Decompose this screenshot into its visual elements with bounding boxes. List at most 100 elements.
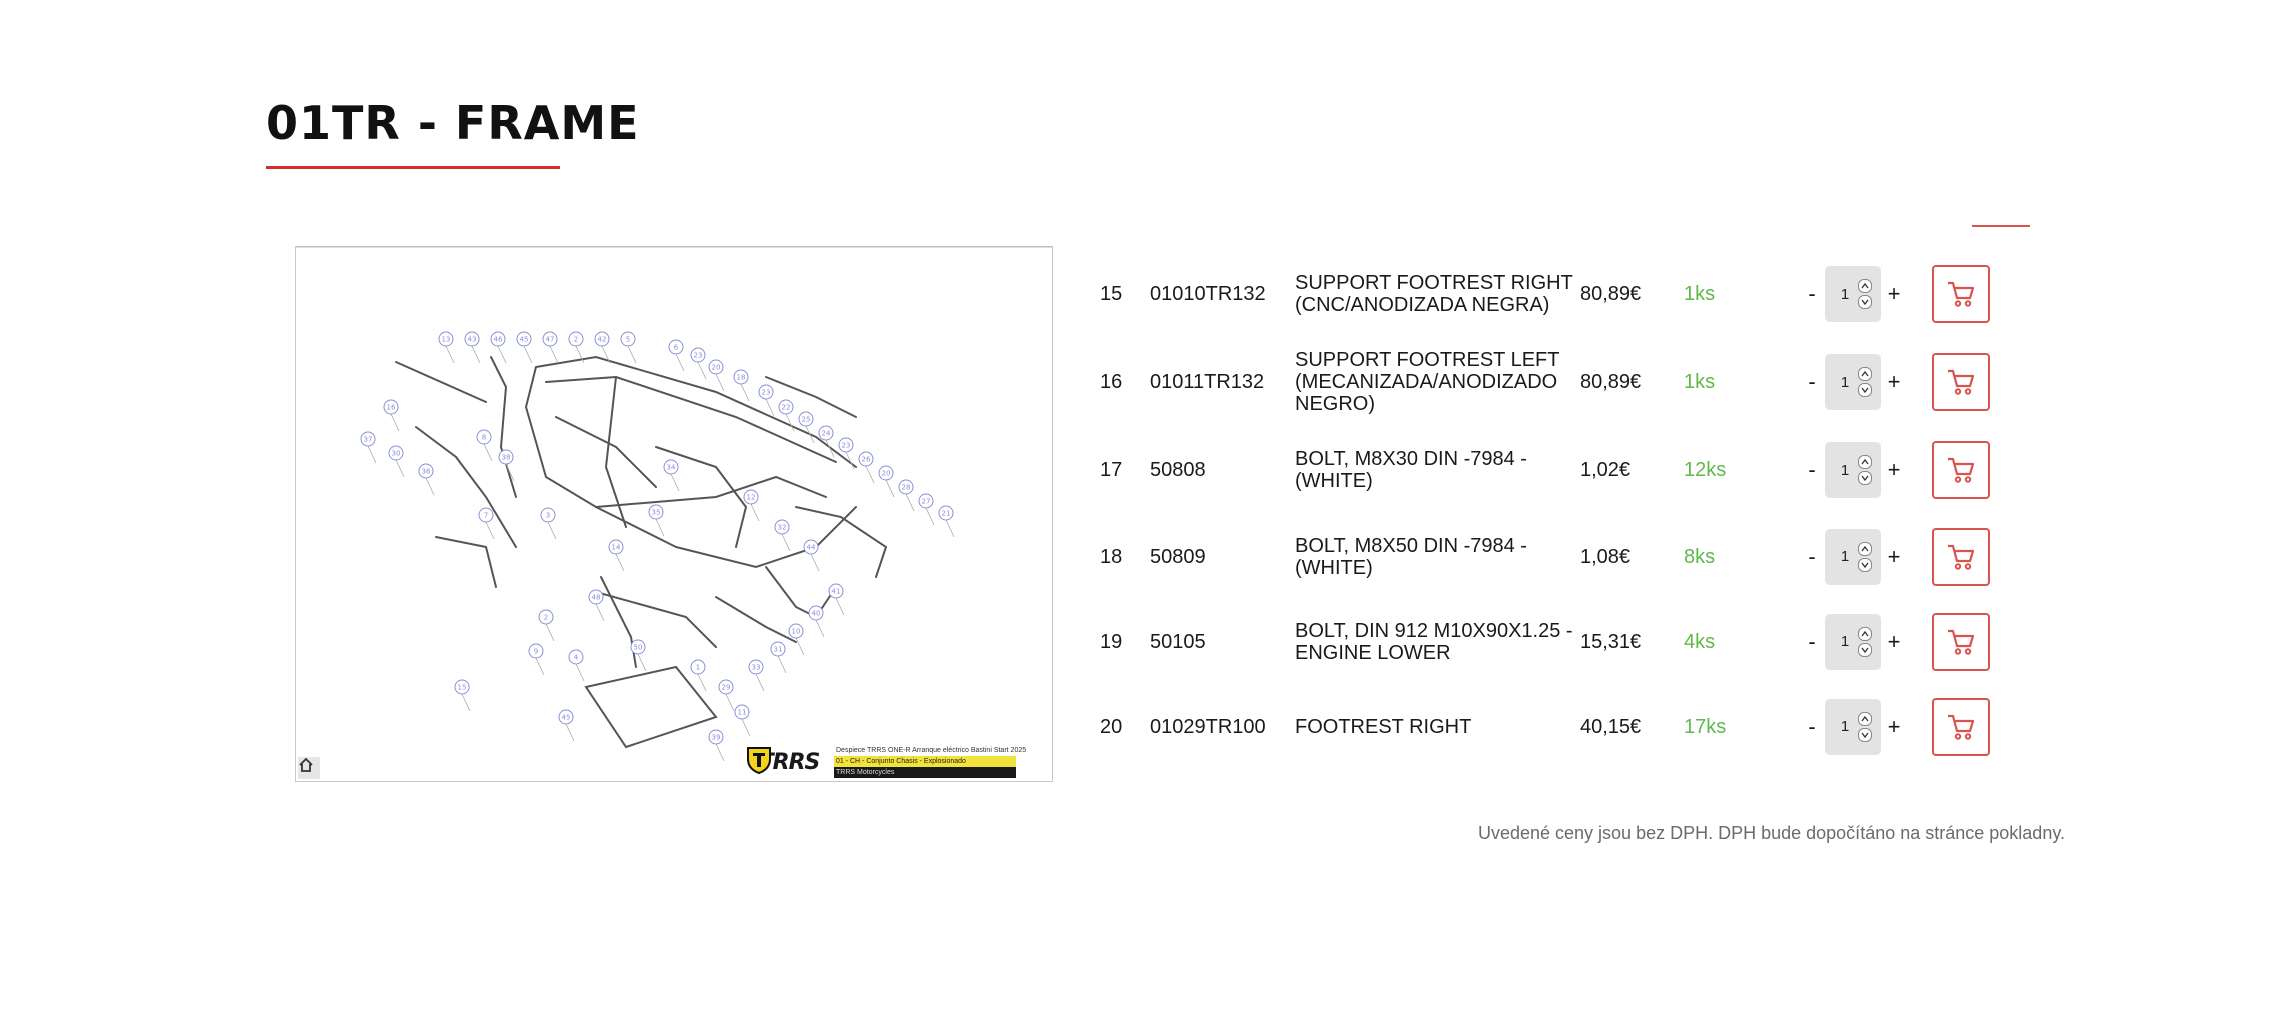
callout-number: 10	[792, 628, 801, 636]
qty-decrease-button[interactable]: -	[1808, 628, 1816, 654]
quantity-stepper: - +	[1802, 266, 1904, 322]
callout-leader	[785, 413, 795, 432]
spin-down-icon[interactable]	[1858, 471, 1872, 485]
qty-spinner[interactable]	[1858, 278, 1872, 310]
callout-number: 13	[442, 336, 451, 344]
spin-down-icon[interactable]	[1858, 295, 1872, 309]
callout-leader	[795, 637, 805, 656]
callout-number: 50	[634, 644, 643, 652]
callout-number: 33	[752, 664, 761, 672]
qty-box	[1825, 442, 1881, 498]
callout-bubble	[803, 539, 819, 555]
quantity-input[interactable]	[1834, 633, 1856, 650]
callout-bubble	[476, 429, 492, 445]
callout-leader	[925, 507, 935, 526]
qty-decrease-button[interactable]: -	[1808, 713, 1816, 739]
callout-bubble	[383, 399, 399, 415]
qty-increase-button[interactable]: +	[1887, 281, 1901, 306]
callout-number: 38	[502, 454, 511, 462]
callout-leader	[575, 663, 585, 682]
callout-leader	[835, 597, 845, 616]
callout-leader	[815, 619, 825, 638]
qty-increase-button[interactable]: +	[1887, 543, 1901, 569]
quantity-stepper: - +	[1802, 613, 1904, 670]
part-description: BOLT, M8X30 DIN -7984 - (WHITE)	[1295, 448, 1527, 492]
qty-increase-button[interactable]: +	[1887, 628, 1901, 654]
callout-leader	[905, 493, 915, 512]
callout-leader	[697, 361, 707, 380]
qty-spinner[interactable]	[1858, 454, 1872, 486]
part-stock: 4ks	[1684, 630, 1716, 653]
qty-spinner[interactable]	[1858, 541, 1872, 573]
part-description: BOLT, DIN 912 M10X90X1.25 - ENGINE LOWER	[1295, 619, 1573, 664]
spin-up-icon[interactable]	[1858, 367, 1872, 381]
spin-down-icon[interactable]	[1858, 383, 1872, 397]
part-number: 15	[1100, 283, 1123, 305]
callout-bubble	[588, 589, 604, 605]
callout-bubble	[648, 504, 664, 520]
callout-leader	[865, 465, 875, 484]
callout-leader	[825, 439, 835, 458]
callout-bubble	[898, 479, 914, 495]
spin-down-icon[interactable]	[1858, 642, 1872, 657]
table-row: 16 01011TR132 SUPPORT FOOTREST LEFT (MEC…	[1100, 338, 2060, 426]
callout-bubble	[608, 539, 624, 555]
qty-increase-button[interactable]: +	[1887, 457, 1901, 482]
callout-number: 3	[546, 512, 550, 520]
qty-spinner[interactable]	[1858, 711, 1872, 743]
quantity-input[interactable]	[1834, 373, 1856, 391]
quantity-input[interactable]	[1834, 548, 1856, 565]
callout-number: 24	[822, 430, 831, 438]
qty-spinner[interactable]	[1858, 626, 1872, 658]
callout-leader	[655, 518, 665, 537]
part-code: 50105	[1150, 630, 1206, 653]
callout-number: 26	[862, 456, 871, 464]
qty-decrease-button[interactable]: -	[1808, 369, 1816, 394]
callout-number: 32	[778, 524, 787, 532]
callout-number: 45	[562, 714, 571, 722]
spin-up-icon[interactable]	[1858, 711, 1872, 726]
callout-number: 48	[592, 594, 601, 602]
qty-decrease-button[interactable]: -	[1808, 543, 1816, 569]
callout-number: 4	[574, 654, 579, 662]
quantity-input[interactable]	[1834, 285, 1856, 303]
spin-down-icon[interactable]	[1858, 727, 1872, 742]
callout-leader	[395, 459, 405, 478]
add-to-cart-button[interactable]	[1932, 353, 1990, 411]
callout-number: 22	[782, 404, 791, 412]
quantity-stepper: - +	[1802, 354, 1904, 410]
qty-increase-button[interactable]: +	[1887, 713, 1901, 739]
quantity-input[interactable]	[1834, 718, 1856, 735]
cart-icon	[1948, 281, 1975, 307]
callout-bubble	[770, 641, 786, 657]
part-price: 80,89€	[1580, 283, 1642, 305]
add-to-cart-button[interactable]	[1932, 527, 1990, 586]
add-to-cart-button[interactable]	[1932, 612, 1990, 671]
qty-decrease-button[interactable]: -	[1808, 457, 1816, 482]
callout-bubble	[718, 679, 734, 695]
spin-up-icon[interactable]	[1858, 541, 1872, 556]
callout-number: 30	[392, 450, 401, 458]
add-to-cart-button[interactable]	[1932, 265, 1990, 323]
callout-bubble	[808, 605, 824, 621]
spin-up-icon[interactable]	[1858, 626, 1872, 641]
qty-decrease-button[interactable]: -	[1808, 281, 1816, 306]
callout-number: 35	[652, 509, 661, 517]
qty-increase-button[interactable]: +	[1887, 369, 1901, 394]
callout-bubble	[734, 704, 750, 720]
add-to-cart-button[interactable]	[1932, 697, 1990, 756]
qty-box	[1825, 528, 1881, 585]
callout-number: 14	[612, 544, 621, 552]
callout-number: 28	[902, 484, 911, 492]
spin-up-icon[interactable]	[1858, 279, 1872, 293]
home-icon[interactable]	[298, 757, 320, 779]
callout-number: 21	[942, 510, 951, 518]
table-row: 18 50809 BOLT, M8X50 DIN -7984 - (WHITE)…	[1100, 514, 2060, 599]
qty-spinner[interactable]	[1858, 366, 1872, 398]
spin-down-icon[interactable]	[1858, 557, 1872, 572]
add-to-cart-button[interactable]	[1932, 441, 1990, 499]
spin-up-icon[interactable]	[1858, 455, 1872, 469]
quantity-input[interactable]	[1834, 461, 1856, 479]
callout-leader	[725, 693, 735, 712]
